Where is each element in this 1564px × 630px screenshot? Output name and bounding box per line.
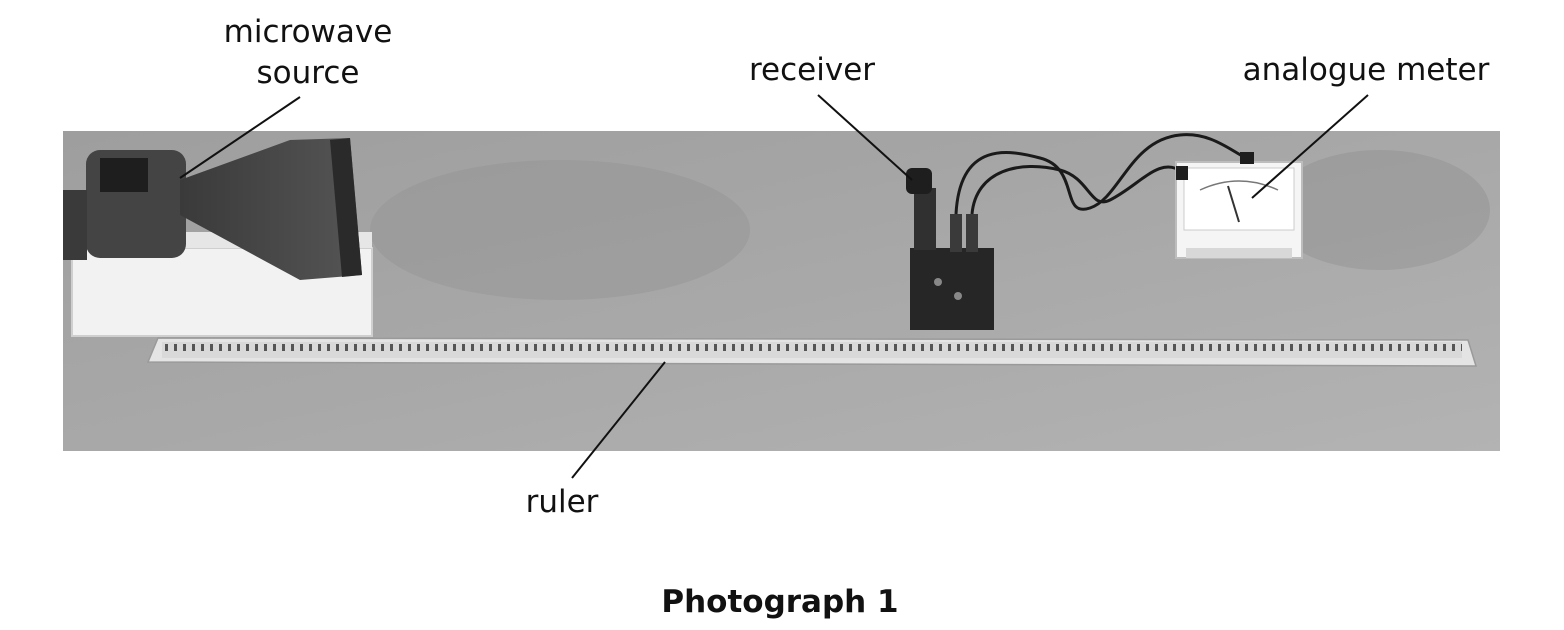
- horn-antenna: [180, 138, 362, 280]
- connecting-wire: [954, 133, 1247, 215]
- shadow-patch: [1270, 150, 1490, 270]
- receiver-terminal: [966, 214, 978, 252]
- receiver-apparatus: [906, 168, 994, 330]
- photograph: [63, 131, 1500, 451]
- label-microwave-source-line2: source: [257, 55, 360, 91]
- leader-line-microwave-source: [179, 96, 301, 179]
- ruler-apparatus: [146, 337, 1478, 367]
- shadow-patch: [370, 160, 750, 300]
- leader-line-receiver: [817, 94, 913, 181]
- analogue-meter: [1175, 152, 1303, 259]
- meter-scale: [1199, 180, 1279, 191]
- label-receiver: receiver: [749, 52, 875, 88]
- connecting-wire: [970, 164, 1183, 215]
- receiver-knob: [934, 278, 942, 286]
- receiver-base: [910, 248, 994, 330]
- meter-plug: [1176, 166, 1188, 180]
- microwave-source: [63, 138, 373, 337]
- meter-plug: [1240, 152, 1254, 164]
- receiver-terminal: [950, 214, 962, 252]
- leader-line-ruler: [571, 361, 666, 479]
- label-microwave-source-line1: microwave: [224, 14, 393, 50]
- label-analogue-meter: analogue meter: [1243, 52, 1490, 88]
- cable-stub: [63, 190, 87, 260]
- label-ruler: ruler: [526, 484, 599, 520]
- meter-foot: [1186, 248, 1292, 258]
- receiver-probe: [906, 168, 932, 194]
- source-label-plate: [100, 158, 148, 192]
- ruler-markings: [162, 342, 1462, 358]
- leader-line-analogue-meter: [1251, 94, 1369, 199]
- horn-mouth: [330, 138, 362, 277]
- receiver-stand: [914, 188, 936, 250]
- figure-caption: Photograph 1: [661, 584, 898, 620]
- meter-needle: [1227, 185, 1240, 223]
- receiver-knob: [954, 292, 962, 300]
